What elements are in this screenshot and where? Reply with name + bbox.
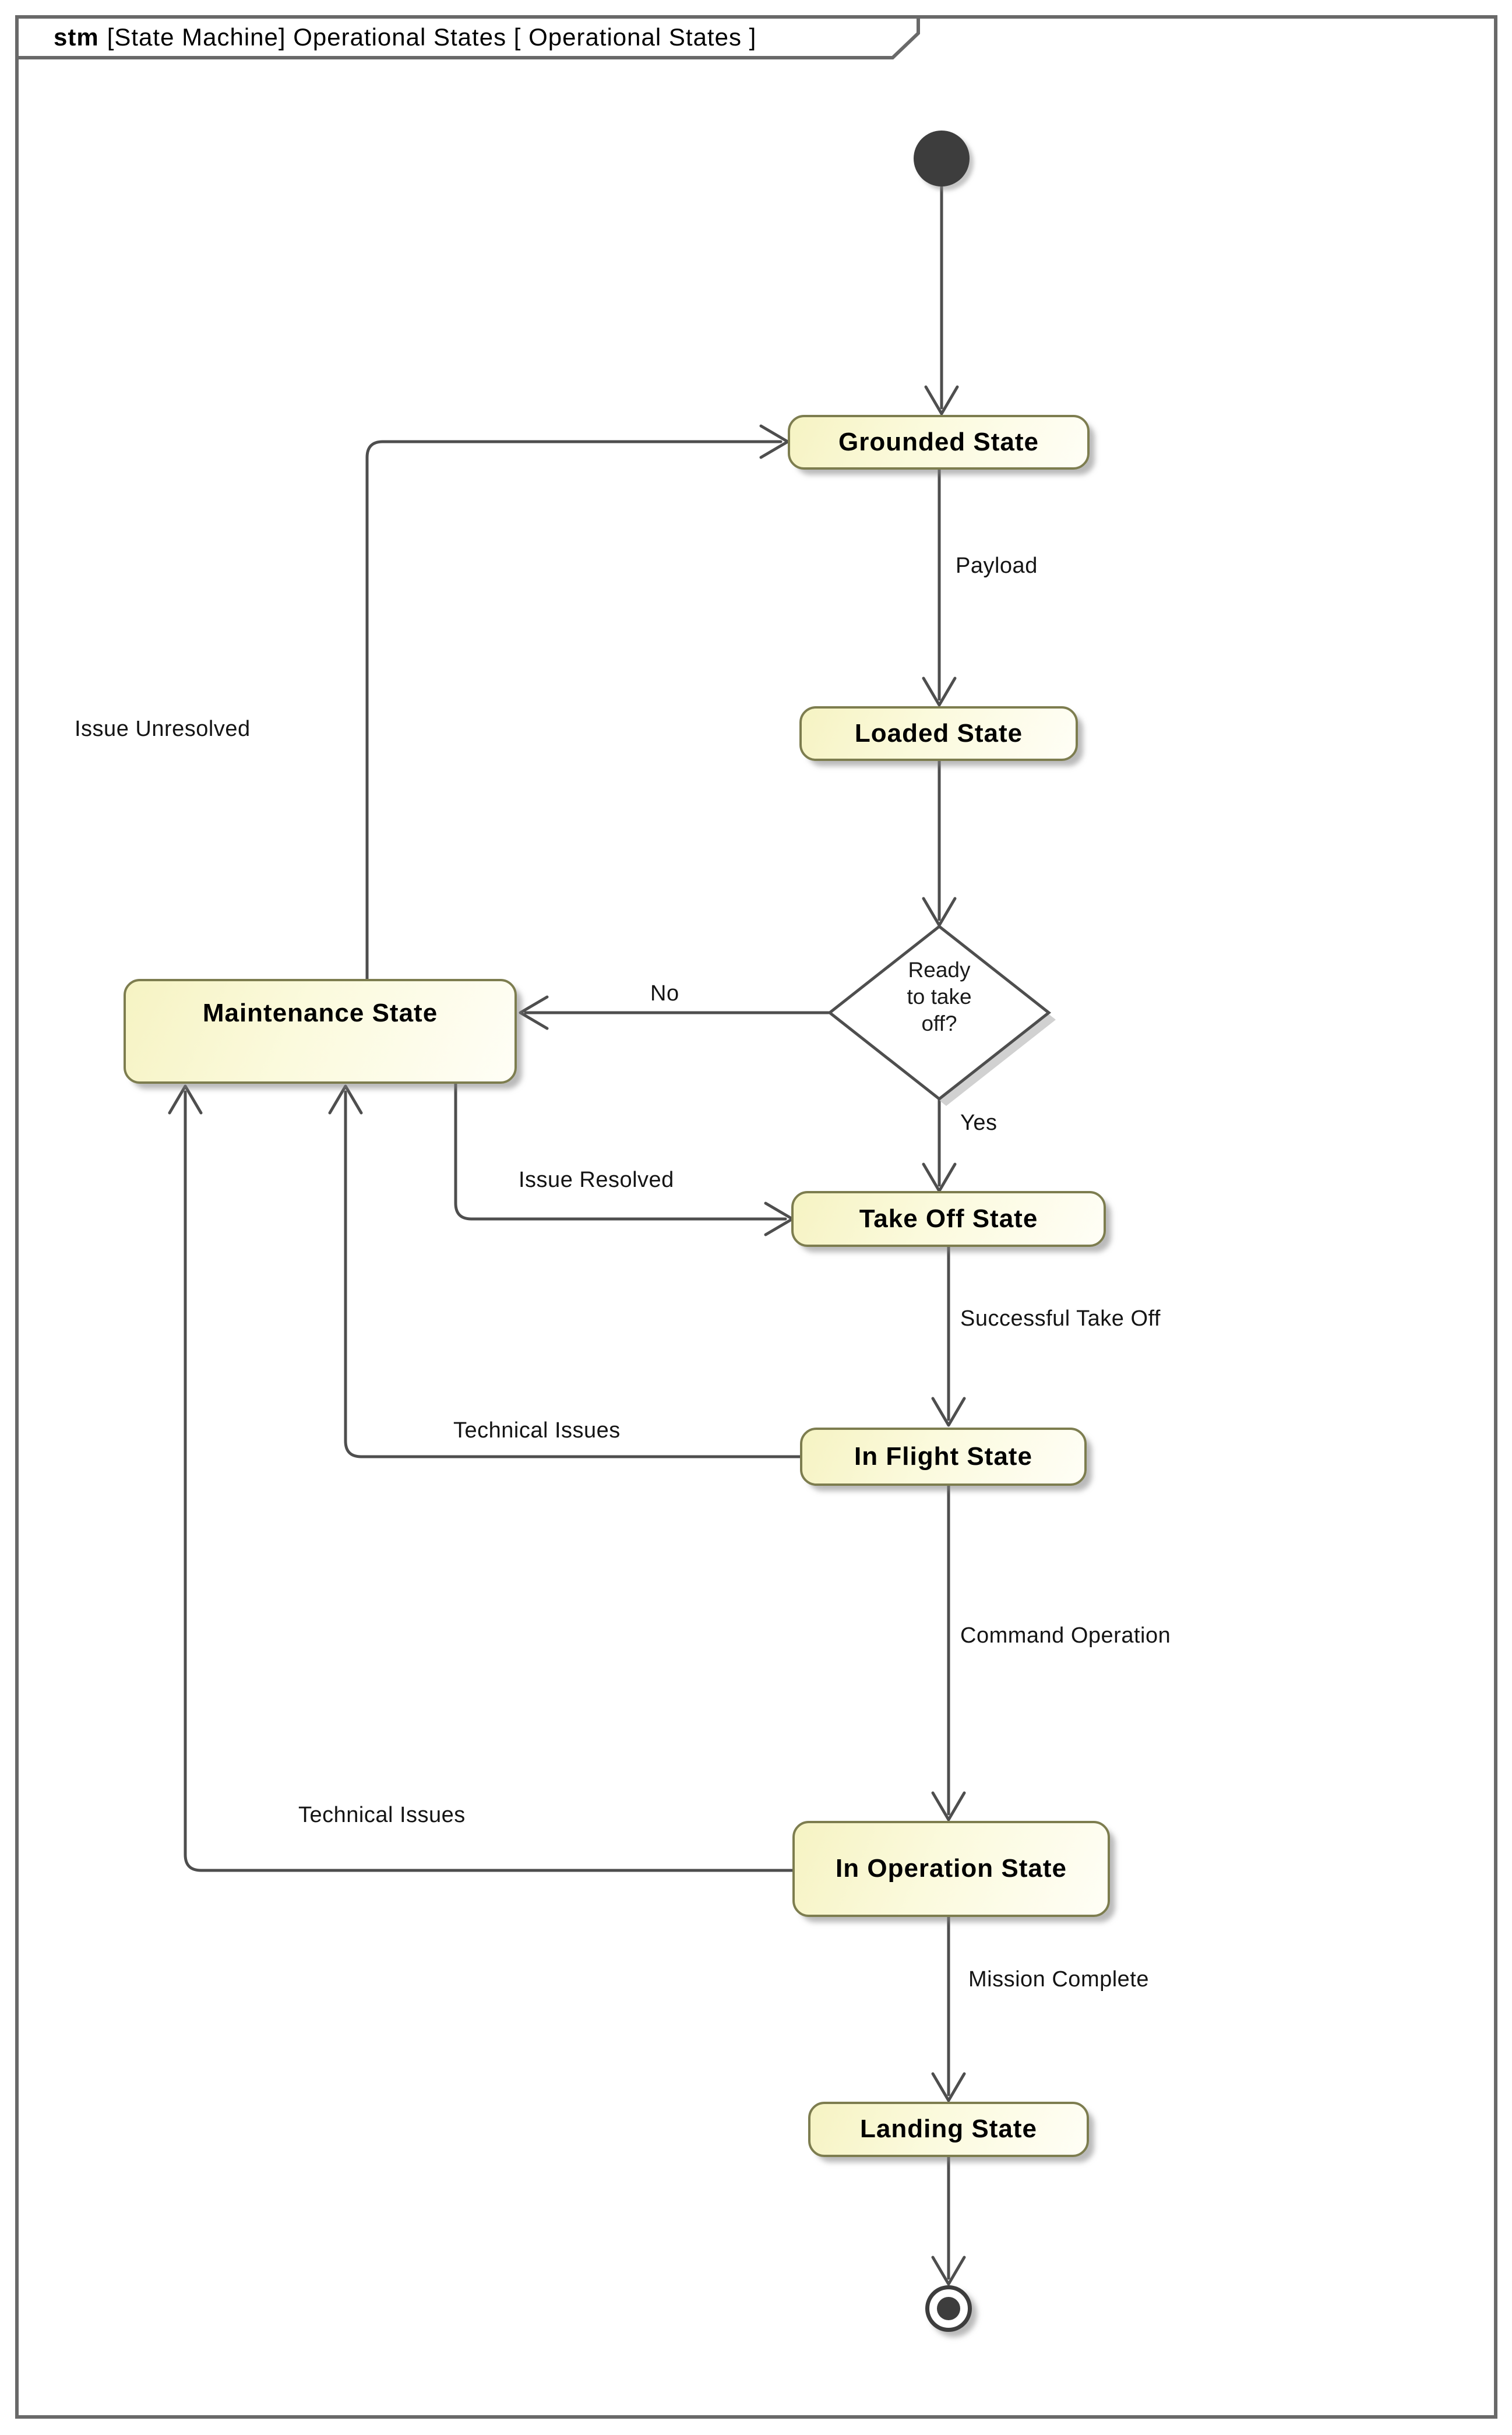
transition-landing-to-final [931,2155,966,2286]
transition-label-payload: Payload [956,554,1038,578]
transition-yes [922,1097,957,1193]
transition-label-command-operation: Command Operation [960,1623,1171,1648]
state-maintenance-label: Maintenance State [202,999,438,1027]
state-inflight-label: In Flight State [854,1442,1032,1471]
frame-border [15,15,1497,2419]
state-takeoff-label: Take Off State [859,1204,1038,1233]
state-maintenance: Maintenance State [124,979,517,1084]
transition-technical-issues-op [168,1084,794,1872]
frame-keyword: stm [54,23,99,51]
state-takeoff: Take Off State [791,1191,1106,1247]
transition-command-operation [931,1484,966,1821]
initial-state-node [914,131,970,186]
state-loaded: Loaded State [799,706,1078,761]
transition-label-technical-issues-flight: Technical Issues [453,1418,621,1443]
transition-payload [922,468,957,707]
transition-initial-to-grounded [924,185,959,415]
state-inflight: In Flight State [800,1428,1087,1486]
frame-title: stm [State Machine] Operational States [… [54,17,756,58]
state-loaded-label: Loaded State [854,718,1023,748]
frame-title-text: [State Machine] Operational States [ Ope… [107,23,757,51]
state-landing-label: Landing State [860,2115,1037,2144]
state-inoperation-label: In Operation State [836,1854,1067,1883]
transition-label-technical-issues-op: Technical Issues [298,1803,466,1827]
transition-label-issue-resolved: Issue Resolved [519,1168,674,1192]
transition-label-yes: Yes [960,1111,998,1135]
transition-successful-takeoff [931,1245,966,1427]
decision-label: Ready to take off? [907,958,972,1035]
transition-technical-issues-flight [328,1084,802,1458]
transition-issue-resolved [454,1082,794,1236]
state-grounded: Grounded State [788,415,1090,470]
transition-label-mission-complete: Mission Complete [968,1967,1149,1992]
transition-label-successful-takeoff: Successful Take Off [960,1306,1161,1331]
transition-label-no: No [650,981,679,1006]
transition-no [519,995,830,1030]
frame-title-tab [15,15,920,59]
final-state-node [925,2285,972,2332]
final-state-inner-dot [937,2297,960,2320]
state-landing: Landing State [808,2102,1089,2157]
state-grounded-label: Grounded State [838,427,1039,456]
transition-label-issue-unresolved: Issue Unresolved [75,717,251,741]
transition-issue-unresolved [365,424,790,981]
decision-diamond [827,924,1056,1106]
transition-mission-complete [931,1915,966,2102]
state-inoperation: In Operation State [792,1821,1110,1917]
transition-loaded-to-decision [922,759,957,927]
